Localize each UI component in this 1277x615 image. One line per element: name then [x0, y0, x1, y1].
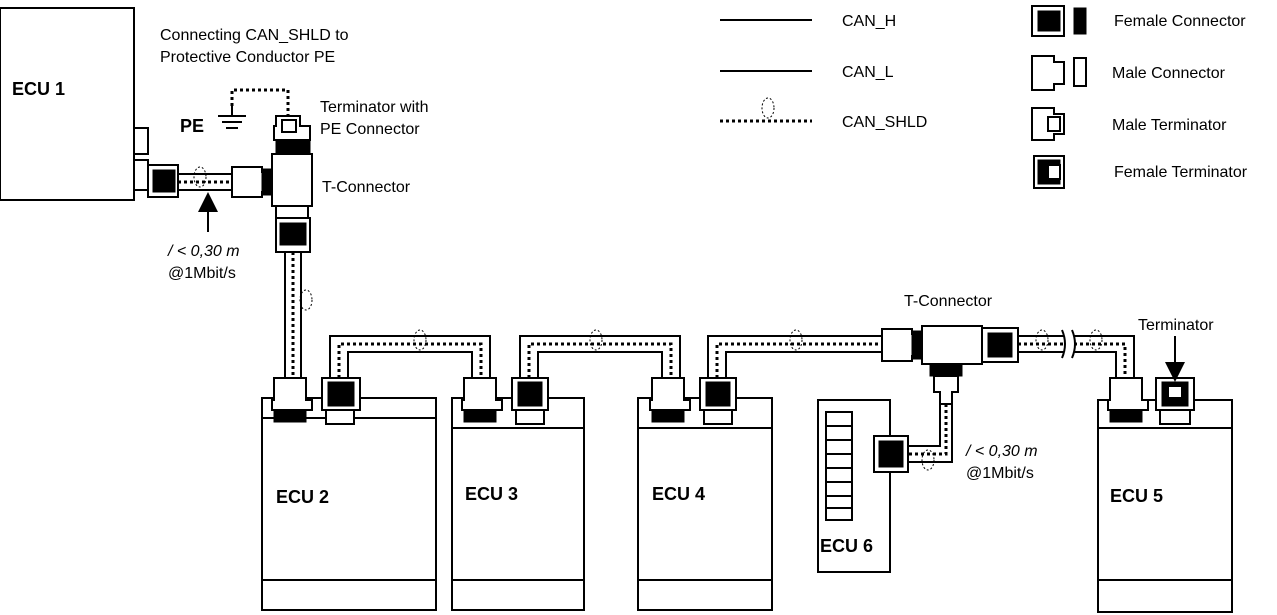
stub-2-length: / < 0,30 m: [965, 443, 1038, 460]
cable-break-icon: [1061, 329, 1076, 359]
ecu-5: ECU 5: [1097, 399, 1233, 613]
terminator-pe-line-2: PE Connector: [320, 121, 420, 138]
shield-icon: [299, 289, 313, 311]
shield-icon: [921, 449, 935, 471]
ecu-4-label: ECU 4: [652, 484, 705, 504]
ecu-6: ECU 6: [817, 399, 891, 573]
ecu-2-label: ECU 2: [276, 487, 329, 507]
legend-female-terminator-label: Female Terminator: [1114, 164, 1248, 181]
legend-can-shld-label: CAN_SHLD: [842, 114, 927, 131]
ecu-2: ECU 2: [261, 397, 437, 611]
ecu-1-label: ECU 1: [12, 79, 65, 99]
shield-icon: [789, 329, 803, 351]
legend-female-connector-label: Female Connector: [1114, 13, 1246, 30]
ecu-4-out-connector: [699, 377, 737, 425]
pe-label: PE: [180, 116, 204, 136]
legend-male-terminator-label: Male Terminator: [1112, 117, 1227, 134]
ecu-3-label: ECU 3: [465, 484, 518, 504]
shield-icon: [1035, 329, 1049, 351]
legend-female-terminator-icon: [1033, 155, 1065, 189]
legend-shield-icon: [761, 97, 775, 119]
ground-icon: [218, 106, 246, 129]
legend-male-terminator-icon: [1031, 107, 1065, 141]
legend-can-h-label: CAN_H: [842, 13, 896, 30]
legend-can-l-label: CAN_L: [842, 64, 894, 81]
pe-note-line-2: Protective Conductor PE: [160, 49, 335, 66]
t-connector-1: [271, 153, 313, 253]
ecu-1-connector: [147, 164, 179, 198]
male-connector: [231, 166, 273, 198]
t-connector-2: [881, 325, 1019, 405]
legend-male-connector-icon: [1031, 55, 1087, 91]
shield-icon: [193, 166, 207, 188]
pe-note-line-1: Connecting CAN_SHLD to: [160, 27, 349, 44]
ecu-2-out-connector: [321, 377, 361, 425]
ecu-5-label: ECU 5: [1110, 486, 1163, 506]
stub-1-rate: @1Mbit/s: [168, 265, 236, 282]
ecu-4: ECU 4: [637, 397, 773, 611]
ecu-5-terminator: [1155, 377, 1195, 425]
terminator-pe-line-1: Terminator with: [320, 99, 428, 116]
shield-icon: [413, 329, 427, 351]
ecu-3: ECU 3: [451, 397, 585, 611]
ecu-4-in-connector: [649, 377, 691, 423]
t-connector-2-label: T-Connector: [904, 293, 993, 310]
ecu-1: ECU 1: [0, 7, 149, 201]
legend-female-connector-icon: [1031, 5, 1087, 37]
stub-2-rate: @1Mbit/s: [966, 465, 1034, 482]
ecu-5-in-connector: [1107, 377, 1149, 423]
ecu-3-in-connector: [461, 377, 503, 423]
legend: CAN_H CAN_L CAN_SHLD Female Connector Ma…: [720, 5, 1248, 189]
shield-icon: [1089, 329, 1103, 351]
ecu-6-label: ECU 6: [820, 536, 873, 556]
terminator-label: Terminator: [1138, 317, 1214, 334]
ecu-3-out-connector: [511, 377, 549, 425]
ecu-2-in-connector: [271, 377, 313, 423]
t-connector-1-label: T-Connector: [322, 179, 411, 196]
shield-icon: [589, 329, 603, 351]
pe-terminator: [273, 115, 311, 155]
stub-1-length: / < 0,30 m: [167, 243, 240, 260]
legend-male-connector-label: Male Connector: [1112, 65, 1226, 82]
ecu-6-connector: [873, 435, 909, 473]
